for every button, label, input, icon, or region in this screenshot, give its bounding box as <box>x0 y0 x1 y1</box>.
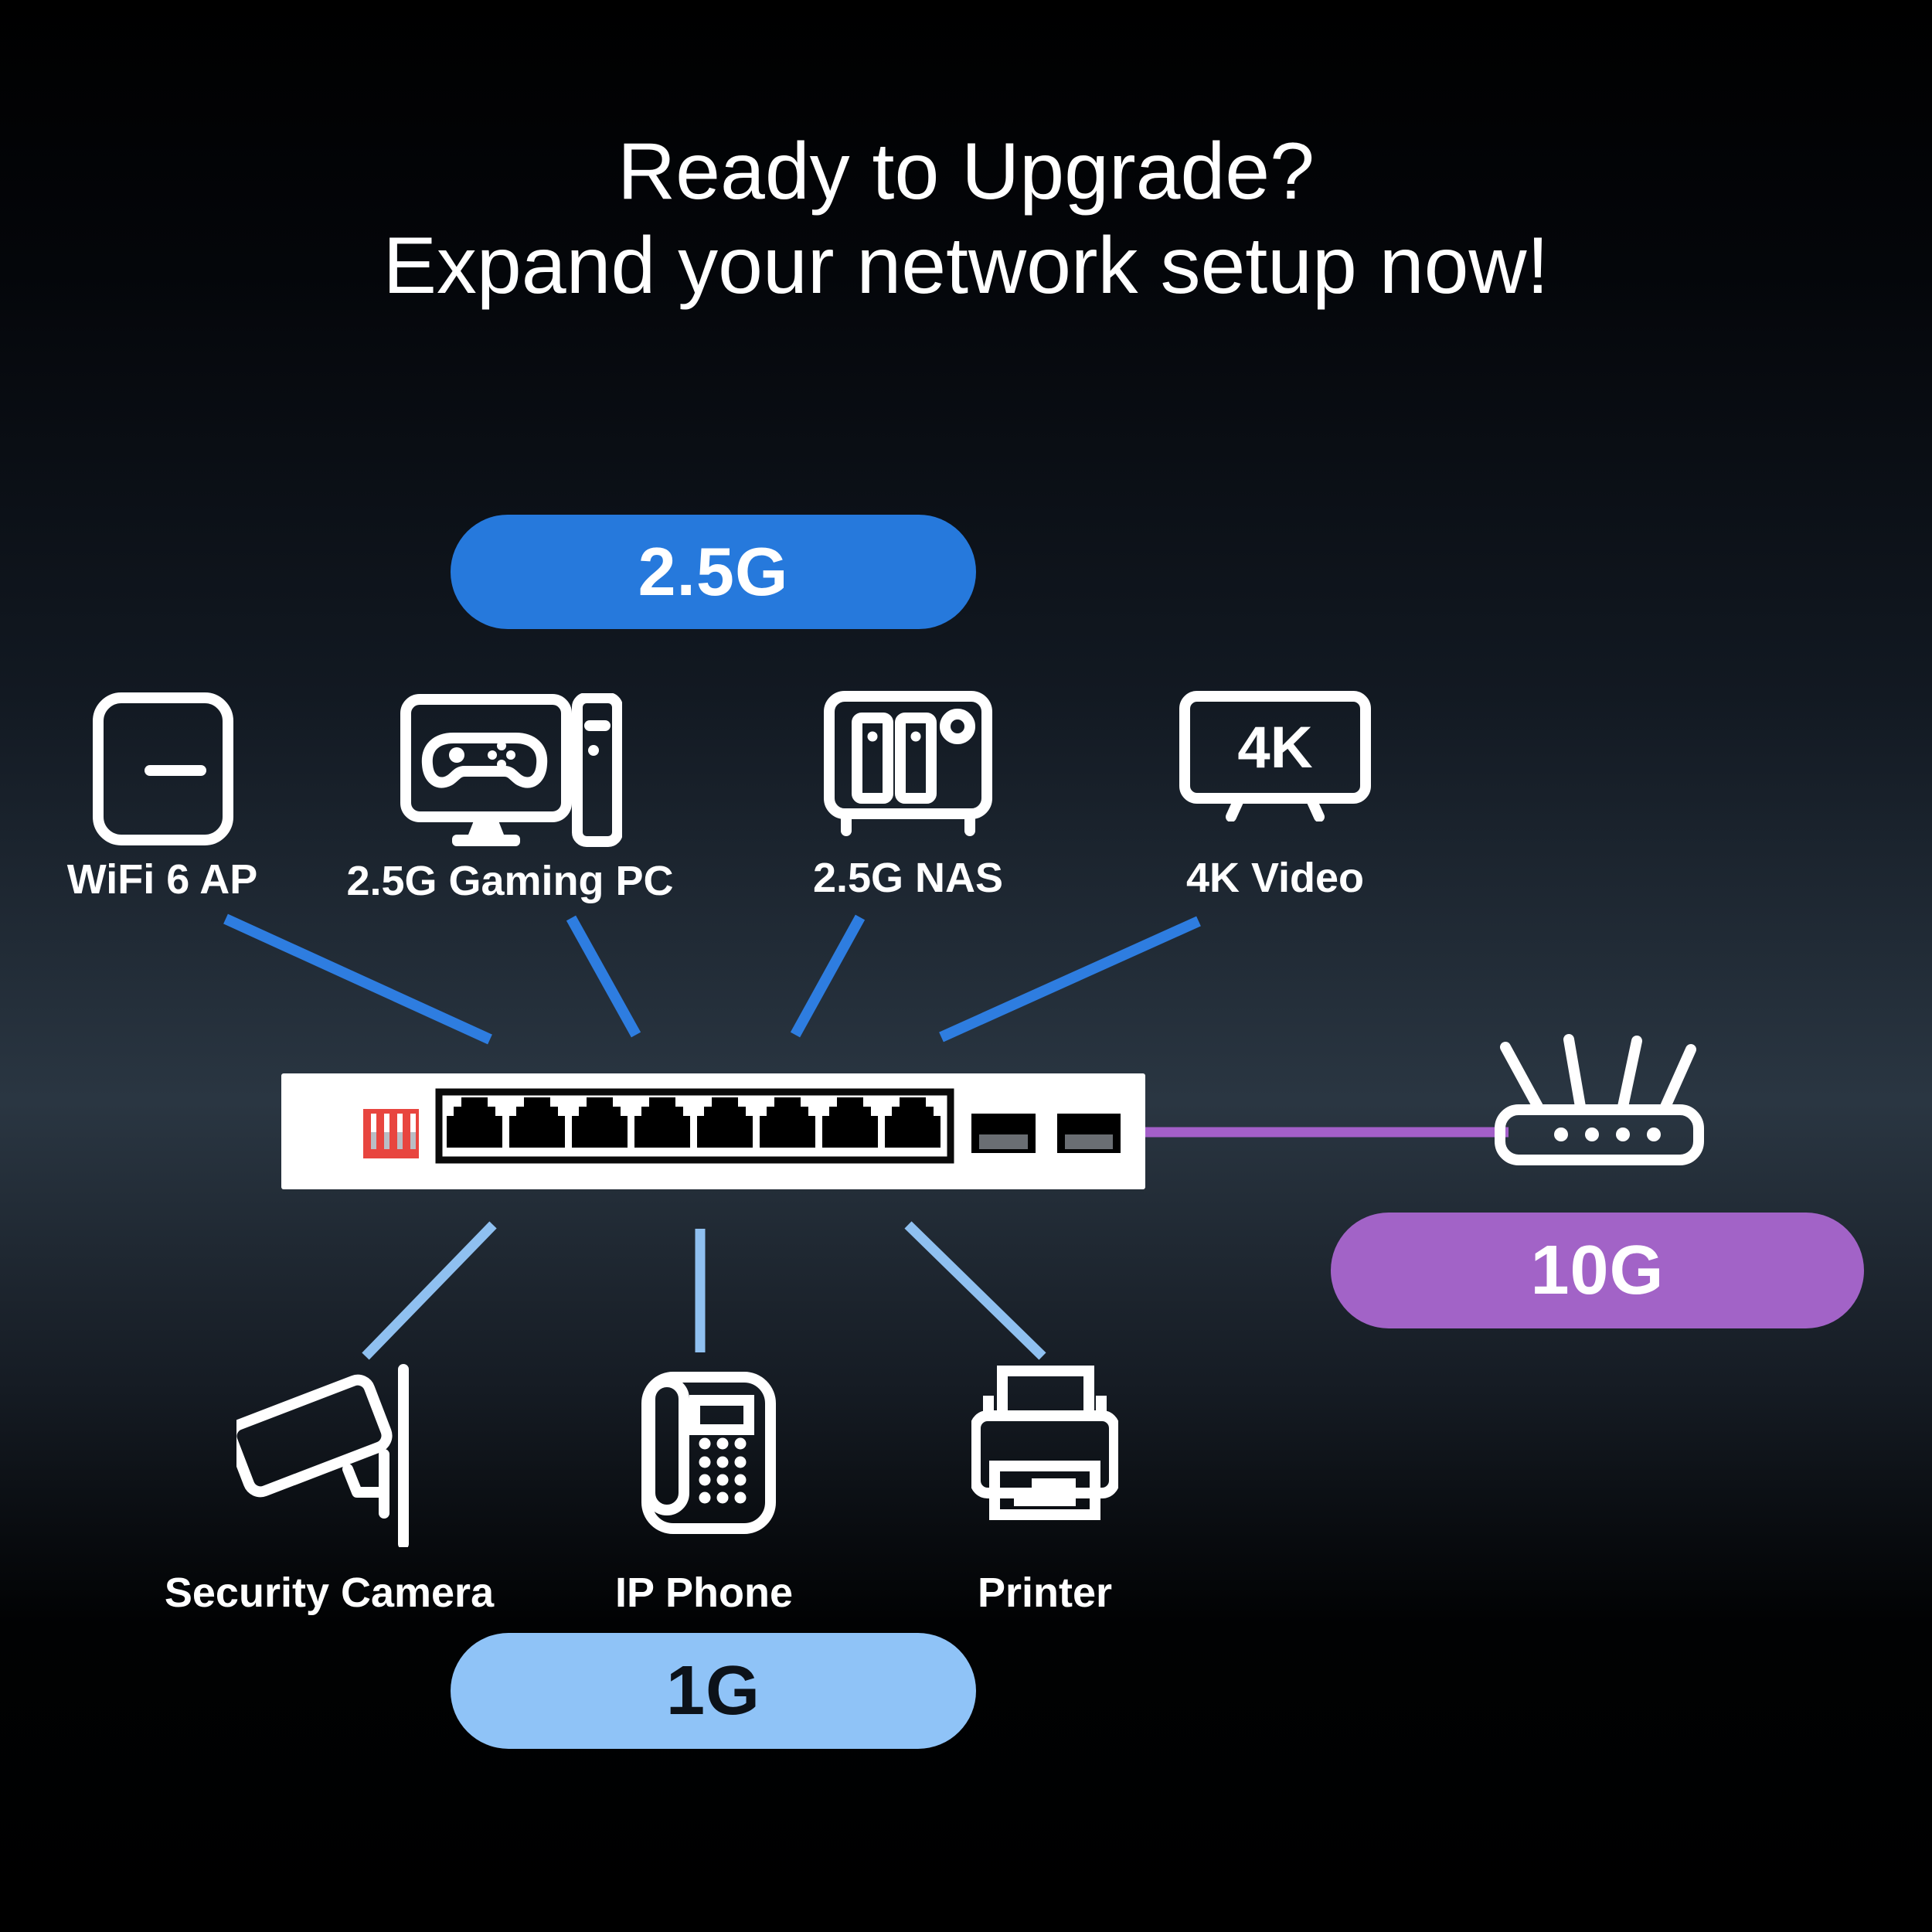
device-label: Security Camera <box>164 1570 495 1616</box>
sfp-port <box>1057 1114 1121 1153</box>
title-line-2: Expand your network setup now! <box>383 220 1549 311</box>
link-line-4k-video <box>939 916 1201 1043</box>
gaming-pc-icon <box>400 693 622 847</box>
device-4k-video: 4K 4K Video <box>1082 690 1468 901</box>
page-title: Ready to Upgrade? Expand your network se… <box>0 125 1932 313</box>
sfp-port <box>971 1114 1036 1153</box>
device-label: 2.5G NAS <box>812 855 1004 901</box>
nas-icon <box>824 691 992 836</box>
device-label: 2.5G Gaming PC <box>346 858 674 904</box>
title-line-1: Ready to Upgrade? <box>617 127 1315 216</box>
speed-badge-10g: 10G <box>1331 1213 1864 1328</box>
link-line-nas <box>790 914 866 1038</box>
device-security-camera: Security Camera <box>136 1362 522 1616</box>
tv-screen-text: 4K <box>1237 715 1312 781</box>
link-line-wifi-ap <box>223 913 492 1045</box>
dip-switch <box>363 1109 419 1158</box>
tv-4k-icon: 4K <box>1179 691 1371 821</box>
printer-icon <box>971 1366 1118 1520</box>
security-camera-icon <box>236 1364 409 1547</box>
speed-badge-1g: 1G <box>451 1633 976 1749</box>
rj45-port-panel <box>435 1088 954 1164</box>
device-nas: 2.5G NAS <box>715 690 1101 901</box>
router-icon <box>1495 1034 1704 1165</box>
device-printer: Printer <box>852 1362 1238 1616</box>
link-line-gaming-pc <box>566 915 641 1038</box>
network-switch <box>281 1073 1145 1189</box>
wifi-6-ap-icon <box>92 692 233 845</box>
device-label: Printer <box>977 1570 1113 1616</box>
device-label: 4K Video <box>1185 855 1365 901</box>
device-ip-phone: IP Phone <box>511 1362 897 1616</box>
link-line-printer <box>904 1221 1046 1360</box>
device-gaming-pc: 2.5G Gaming PC <box>317 693 703 904</box>
device-label: WiFi 6 AP <box>66 856 258 903</box>
device-wifi-6-ap: WiFi 6 AP <box>0 692 355 903</box>
speed-badge-2-5g: 2.5G <box>451 515 976 629</box>
link-line-security-camera <box>362 1221 497 1360</box>
device-label: IP Phone <box>614 1570 794 1616</box>
ip-phone-icon <box>641 1372 776 1534</box>
